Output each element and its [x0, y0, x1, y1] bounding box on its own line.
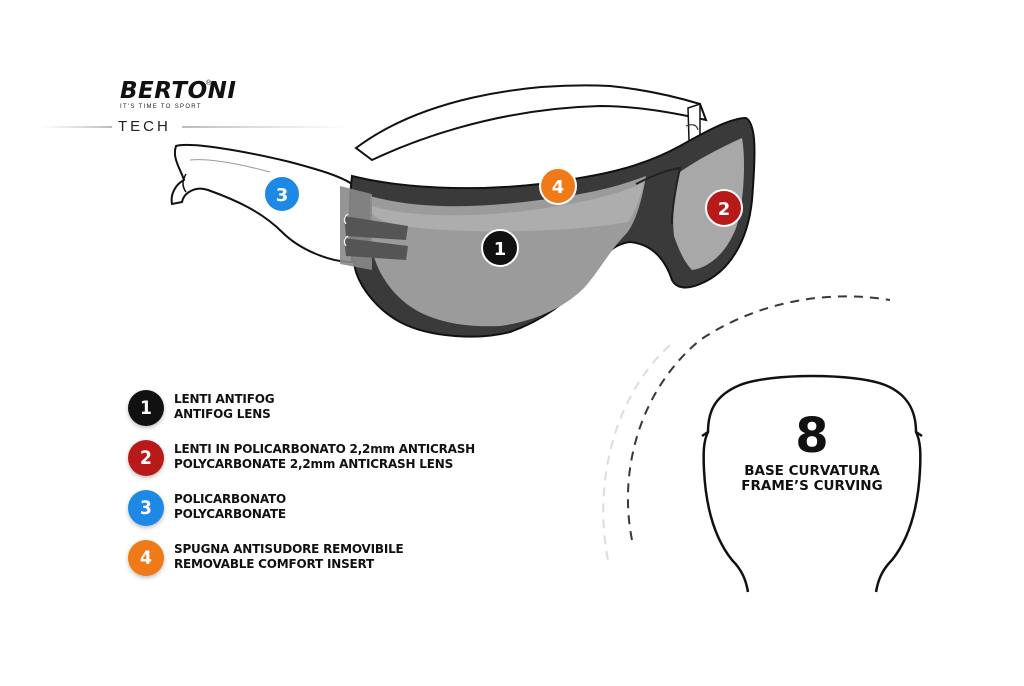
far-temple-arm [354, 84, 708, 162]
callout-2: 2 [705, 189, 743, 227]
callout-1-number: 1 [494, 239, 507, 260]
legend-text-1: LENTI ANTIFOG ANTIFOG LENS [174, 392, 275, 422]
legend-line-it: POLICARBONATO [174, 492, 286, 506]
legend-text-4: SPUGNA ANTISUDORE REMOVIBILE REMOVABLE C… [174, 542, 404, 572]
legend-line-en: REMOVABLE COMFORT INSERT [174, 557, 375, 571]
legend-line-en: POLYCARBONATE 2,2mm ANTICRASH LENS [174, 457, 454, 471]
curvature-label-en: FRAME’S CURVING [741, 478, 883, 494]
legend-line-en: ANTIFOG LENS [174, 407, 271, 421]
callout-3-number: 3 [276, 185, 289, 206]
legend-line-it: LENTI ANTIFOG [174, 392, 275, 406]
brand-subline: TECH [118, 118, 171, 135]
registered-mark: ® [206, 80, 212, 87]
brand-name: BERTONI [120, 78, 237, 104]
legend-badge-4: 4 [128, 540, 164, 576]
brand-logo: BERTONI ® IT'S TIME TO SPORT [118, 78, 237, 111]
legend-badge-1: 1 [128, 390, 164, 426]
callout-1: 1 [481, 229, 519, 267]
head-outline [702, 374, 922, 593]
curvature-info: 8 BASE CURVATURA FRAME’S CURVING [702, 408, 922, 494]
brand-tagline: IT'S TIME TO SPORT [120, 104, 202, 110]
logo-line-right [182, 126, 352, 128]
logo-line-left [40, 126, 112, 128]
callout-4: 4 [539, 167, 577, 205]
callout-4-number: 4 [552, 177, 565, 198]
legend-badge-3: 3 [128, 490, 164, 526]
callout-3: 3 [263, 175, 301, 213]
callout-2-number: 2 [718, 199, 731, 220]
legend-badge-2: 2 [128, 440, 164, 476]
legend-text-3: POLICARBONATO POLYCARBONATE [174, 492, 286, 522]
legend-line-it: SPUGNA ANTISUDORE REMOVIBILE [174, 542, 404, 556]
legend-text-2: LENTI IN POLICARBONATO 2,2mm ANTICRASH P… [174, 442, 475, 472]
curvature-arc [626, 295, 891, 541]
curvature-value: 8 [795, 408, 829, 464]
curvature-label-it: BASE CURVATURA [744, 463, 880, 479]
legend-line-it: LENTI IN POLICARBONATO 2,2mm ANTICRASH [174, 442, 475, 456]
legend-line-en: POLYCARBONATE [174, 507, 286, 521]
near-temple-arm [170, 143, 353, 264]
